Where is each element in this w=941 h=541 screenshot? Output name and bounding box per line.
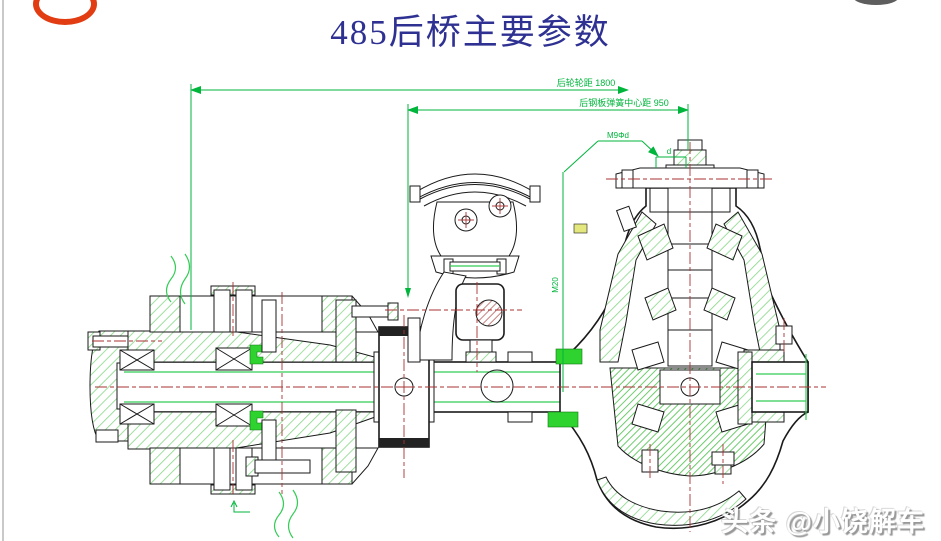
dim-track-width-label: 后轮轮距 1800 — [557, 77, 616, 88]
dim-callout-label: M9Φd — [607, 131, 629, 140]
centerlines — [92, 142, 826, 532]
brake-chamber — [407, 173, 541, 363]
dim-spring-center-label: 后钢板弹簧中心距 950 — [579, 97, 669, 108]
dim-side-label: M20 — [551, 277, 560, 293]
differential-housing — [547, 139, 809, 530]
page-title: 485后桥主要参数 — [330, 13, 611, 52]
gray-oval-mark-icon — [853, 0, 899, 5]
hub-bearings — [119, 347, 253, 427]
page-left-border — [2, 0, 4, 541]
dimension-annotations: 后轮轮距 1800 后钢板弹簧中心距 950 M9Φd M20 d — [190, 77, 689, 513]
left-hub-assembly — [87, 253, 399, 539]
watermark-text: 头条 @小饶解车 — [721, 507, 925, 537]
dim-callout-sub-label: d — [667, 147, 671, 156]
